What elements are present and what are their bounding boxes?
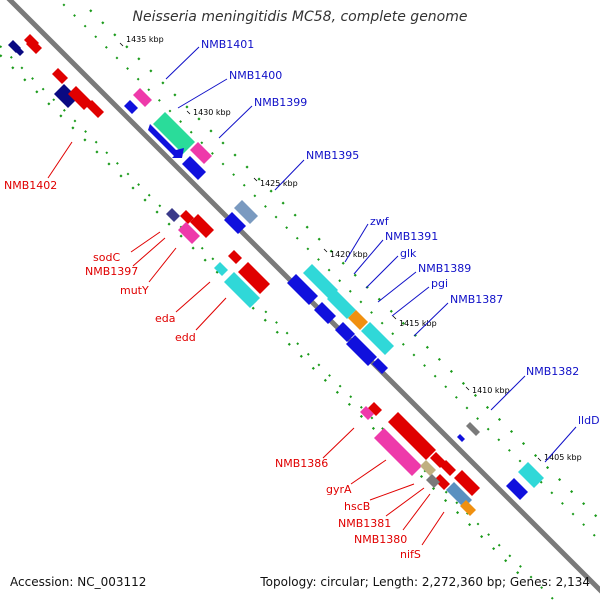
gene-arrow[interactable] [180, 210, 194, 224]
gene-arrow[interactable] [457, 434, 465, 442]
gene-arrow[interactable] [10, 42, 24, 56]
forward-labels: NMB1401 NMB1400 NMB1399 NMB1395 zwf NMB1… [165, 38, 600, 463]
tick-label: 1425 kbp [260, 179, 298, 188]
gene-arrow[interactable] [348, 310, 368, 330]
gene-label[interactable]: pgi [431, 277, 448, 290]
gene-arrow[interactable] [228, 250, 242, 264]
gene-label[interactable]: NMB1397 [85, 265, 138, 278]
gene-arrow[interactable] [178, 222, 200, 244]
gene-arrow[interactable] [466, 422, 480, 436]
accession-text: Accession: NC_003112 [10, 575, 147, 589]
gene-arrow[interactable] [224, 212, 246, 234]
gene-arrow[interactable] [224, 272, 260, 308]
gene-arrow[interactable] [361, 322, 394, 355]
gene-label[interactable]: NMB1395 [306, 149, 359, 162]
guide-track-outer-lower [0, 54, 521, 576]
gene-arrow[interactable] [368, 402, 382, 416]
gene-arrow[interactable] [234, 200, 258, 224]
guide-track-inner-lower [0, 45, 556, 600]
gene-arrow[interactable] [26, 38, 42, 54]
gene-arrow[interactable] [440, 460, 456, 476]
gene-arrow[interactable] [287, 274, 318, 305]
gene-arrow[interactable] [190, 142, 212, 164]
gene-label[interactable]: mutY [120, 284, 149, 297]
tick-label: 1435 kbp [126, 35, 164, 44]
gene-arrow[interactable] [166, 208, 180, 222]
gene-label[interactable]: eda [155, 312, 176, 325]
gene-arrow[interactable] [68, 86, 92, 110]
gene-arrow[interactable] [372, 358, 388, 374]
topology-text: Topology: circular; Length: 2,272,360 bp… [260, 575, 590, 589]
gene-label[interactable]: NMB1386 [275, 457, 328, 470]
gene-arrow[interactable] [153, 112, 195, 154]
gene-label[interactable]: hscB [344, 500, 370, 513]
gene-label[interactable]: lldD [578, 414, 600, 427]
gene-arrow[interactable] [182, 156, 206, 180]
gene-label[interactable]: sodC [93, 251, 120, 264]
gene-arrow[interactable] [54, 84, 78, 108]
gene-arrow[interactable] [388, 412, 436, 460]
scale-ticks: 1435 kbp 1430 kbp 1425 kbp 1420 kbp 1415… [119, 35, 582, 462]
reverse-labels: NMB1402 sodC NMB1397 mutY eda edd NMB138… [4, 141, 445, 561]
gene-arrow[interactable] [148, 124, 184, 158]
gene-label[interactable]: NMB1401 [201, 38, 254, 51]
gene-label[interactable]: NMB1382 [526, 365, 579, 378]
gene-arrow[interactable] [506, 478, 528, 500]
gene-label[interactable]: NMB1400 [229, 69, 282, 82]
gene-arrow[interactable] [434, 474, 450, 490]
tick-label: 1410 kbp [472, 386, 510, 395]
tick-label: 1420 kbp [330, 250, 368, 259]
gene-arrow[interactable] [133, 88, 152, 107]
tick-label: 1405 kbp [544, 453, 582, 462]
gene-label[interactable]: zwf [370, 215, 390, 228]
tick-label: 1415 kbp [399, 319, 437, 328]
gene-arrow[interactable] [346, 335, 377, 366]
forward-strand-features [8, 34, 544, 500]
gene-arrow[interactable] [214, 262, 228, 276]
gene-arrow[interactable] [374, 428, 422, 476]
gene-arrow[interactable] [327, 290, 356, 319]
gene-arrow[interactable] [360, 406, 374, 420]
gene-label[interactable]: NMB1381 [338, 517, 391, 530]
gene-arrow[interactable] [518, 462, 544, 488]
gene-label[interactable]: edd [175, 331, 196, 344]
gene-arrow[interactable] [303, 264, 338, 299]
gene-label[interactable]: nifS [400, 548, 421, 561]
reverse-strand-features [52, 68, 480, 516]
gene-arrow[interactable] [335, 322, 355, 342]
tick-label: 1430 kbp [193, 108, 231, 117]
gene-label[interactable]: NMB1389 [418, 262, 471, 275]
gene-arrow[interactable] [52, 68, 68, 84]
gene-arrow[interactable] [314, 302, 336, 324]
gene-label[interactable]: NMB1380 [354, 533, 407, 546]
gene-arrow[interactable] [190, 214, 214, 238]
gene-arrow[interactable] [124, 100, 138, 114]
gene-label[interactable]: gyrA [326, 483, 352, 496]
gene-arrow[interactable] [454, 470, 480, 496]
gene-label[interactable]: NMB1399 [254, 96, 307, 109]
map-title: Neisseria meningitidis MC58, complete ge… [132, 9, 468, 25]
gene-arrow[interactable] [238, 262, 270, 294]
gene-label[interactable]: glk [400, 247, 417, 260]
gene-label[interactable]: NMB1402 [4, 179, 57, 192]
gene-arrow[interactable] [86, 100, 104, 118]
gene-arrow[interactable] [460, 500, 476, 516]
guide-track-outer-upper [89, 9, 600, 521]
gene-arrow[interactable] [420, 460, 436, 476]
gene-arrow[interactable] [426, 474, 440, 488]
gene-label[interactable]: NMB1387 [450, 293, 503, 306]
gene-label[interactable]: NMB1391 [385, 230, 438, 243]
